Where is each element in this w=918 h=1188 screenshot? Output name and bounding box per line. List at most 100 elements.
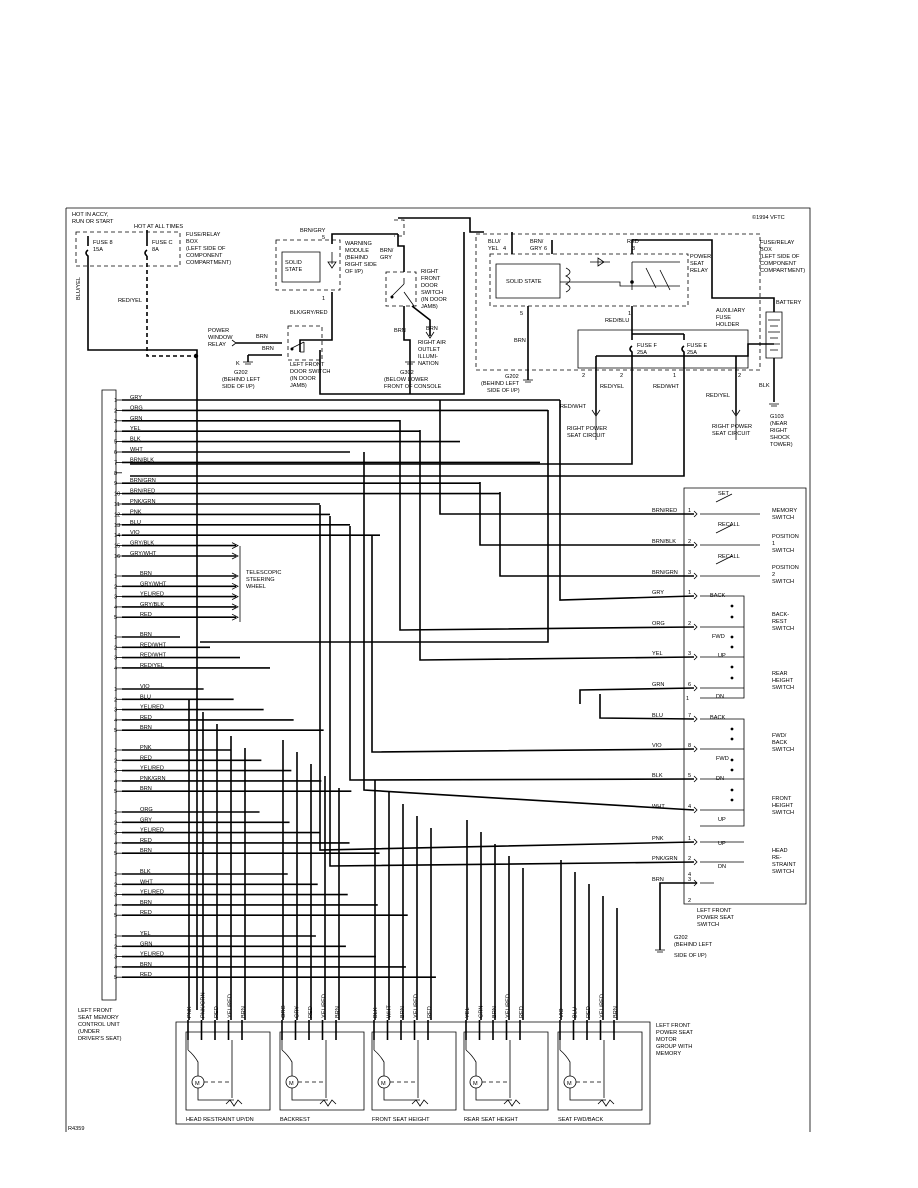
psr-bluyel-1: BLU/	[488, 239, 501, 245]
power-feed-2	[130, 368, 685, 477]
fuseF-2: 25A	[637, 350, 647, 356]
switch-term	[693, 623, 698, 631]
switch-term	[693, 838, 698, 846]
lbl-hr-4: SWITCH	[772, 869, 794, 875]
g202-top-3: SIDE OF I/P)	[222, 384, 255, 390]
conn6-wire-label: BRN	[140, 848, 152, 854]
lbl-sw-1: LEFT FRONT	[697, 908, 732, 914]
motor-pot	[319, 1040, 337, 1107]
switch-contact-label: UP	[718, 841, 726, 847]
rdoor-6: JAMB)	[421, 304, 438, 310]
c1-pin: 5	[114, 440, 117, 446]
motor-wire-label: RED	[519, 1006, 525, 1018]
conn7-wire-label: WHT	[140, 879, 153, 885]
lbl-fb-3: SWITCH	[772, 747, 794, 753]
control-unit-box	[101, 389, 117, 1001]
rdoor-1: RIGHT	[421, 269, 439, 275]
fuseC-label: FUSE C	[152, 240, 173, 246]
switch-pin: 1	[688, 508, 691, 514]
power-seat-relay-group: BLU/ YEL 4 BRN/ GRY 6 RED 3 SOLID STATE …	[475, 232, 805, 448]
conn4-wire-label: RED	[140, 715, 152, 721]
switch-term	[693, 775, 698, 783]
conn4-pin: 2	[114, 697, 117, 703]
switch-term	[693, 541, 698, 549]
switch-term	[693, 592, 698, 600]
switch-wire-label: VIO	[652, 743, 662, 749]
psr-redwht2: RED/WHT	[653, 384, 680, 390]
c1-pin: 2	[114, 408, 117, 414]
c1-pin: 11	[114, 502, 120, 508]
fuseF-1: FUSE F	[637, 343, 657, 349]
tele-arrow	[231, 572, 239, 580]
switch-pin: 1	[688, 836, 691, 842]
lbl-mem-2: SWITCH	[772, 515, 794, 521]
motor-box	[463, 1031, 549, 1111]
switch-wire-label: BLK	[652, 773, 663, 779]
psr-fb-5: COMPARTMENT)	[760, 268, 805, 274]
switch-term	[693, 858, 698, 866]
c1-arrow	[231, 552, 239, 560]
rdoor-brn-gry-2: GRY	[380, 255, 392, 261]
conn8-wire-label: BRN	[140, 962, 152, 968]
rdoor-2: FRONT	[421, 276, 441, 282]
switch-contact-label: DN	[716, 694, 724, 700]
switch-contact-dot	[730, 758, 734, 762]
lbl-fb-2: BACK	[772, 740, 788, 746]
switch-term	[693, 806, 698, 814]
rps1-2: SEAT CIRCUIT	[567, 433, 606, 439]
telescopic-wire-label: RED	[140, 612, 152, 618]
conn5-wire-label: BRN	[140, 786, 152, 792]
psr-redwht: RED/WHT	[560, 404, 587, 410]
psr-fb-3: (LEFT SIDE OF	[760, 254, 800, 260]
psr-redyel2: RED/YEL	[706, 393, 730, 399]
switch-contact-label: SET	[718, 491, 729, 497]
sw-g202-3: SIDE OF I/P)	[674, 953, 707, 959]
psr-label-1: POWER	[690, 254, 711, 260]
switch-pin: 3	[688, 570, 691, 576]
psr-fb-1: FUSE/RELAY	[760, 240, 795, 246]
conn4-pin: 5	[114, 728, 117, 734]
cu-2: SEAT MEMORY	[78, 1015, 119, 1021]
lbl-sw-2: POWER SEAT	[697, 915, 734, 921]
pin-1: 1	[322, 296, 325, 302]
tele-arrow	[231, 582, 239, 590]
mg-1: LEFT FRONT	[656, 1023, 691, 1029]
red-yel-wire: RED/YEL	[118, 298, 142, 304]
conn4-wire-label: YEL/RED	[140, 705, 164, 711]
motor-lead2	[197, 1088, 234, 1101]
mg-4: GROUP WITH	[656, 1044, 692, 1050]
switch-contact-dot	[730, 788, 734, 792]
warning-module-label-2: MODULE	[345, 248, 369, 254]
switch-contact-dot	[730, 768, 734, 772]
motor-lead2	[569, 1088, 606, 1101]
switch-pin: 5	[688, 773, 691, 779]
switch-wire-label: WHT	[652, 804, 665, 810]
tele-3: WHEEL	[246, 584, 266, 590]
switch-wire-label: BRN/BLK	[652, 539, 676, 545]
g302-1: G302	[400, 370, 414, 376]
lbl-p2-1: POSITION	[772, 565, 799, 571]
conn3-pin: 3	[114, 656, 117, 662]
c1-wire-label: GRY/WHT	[130, 551, 157, 557]
conn5-wire-label: YEL/RED	[140, 766, 164, 772]
motor-lead2	[383, 1088, 420, 1101]
harness-route	[399, 420, 695, 631]
telescopic-pin: 1	[114, 574, 117, 580]
ldoor-1: LEFT FRONT	[290, 362, 325, 368]
switch-pin-extra: 4	[688, 872, 691, 878]
mg-2: POWER SEAT	[656, 1030, 693, 1036]
conn8-wire-label: RED	[140, 972, 152, 978]
switch-wire-label: GRY	[652, 590, 664, 596]
psr-label-2: SEAT	[690, 261, 705, 267]
switch-pin: 2	[688, 856, 691, 862]
motor-box	[557, 1031, 643, 1111]
motor-wire-label: PNK	[187, 1006, 193, 1018]
psr-label-3: RELAY	[690, 268, 708, 274]
motor-m: M	[473, 1081, 478, 1087]
psr-pin3: 3	[632, 246, 635, 252]
memory-toggles	[715, 493, 733, 565]
conn6-wire-label: RED	[140, 838, 152, 844]
switch-pin: 7	[688, 713, 691, 719]
harness-route	[599, 694, 695, 720]
switch-contact-dot	[730, 798, 734, 802]
